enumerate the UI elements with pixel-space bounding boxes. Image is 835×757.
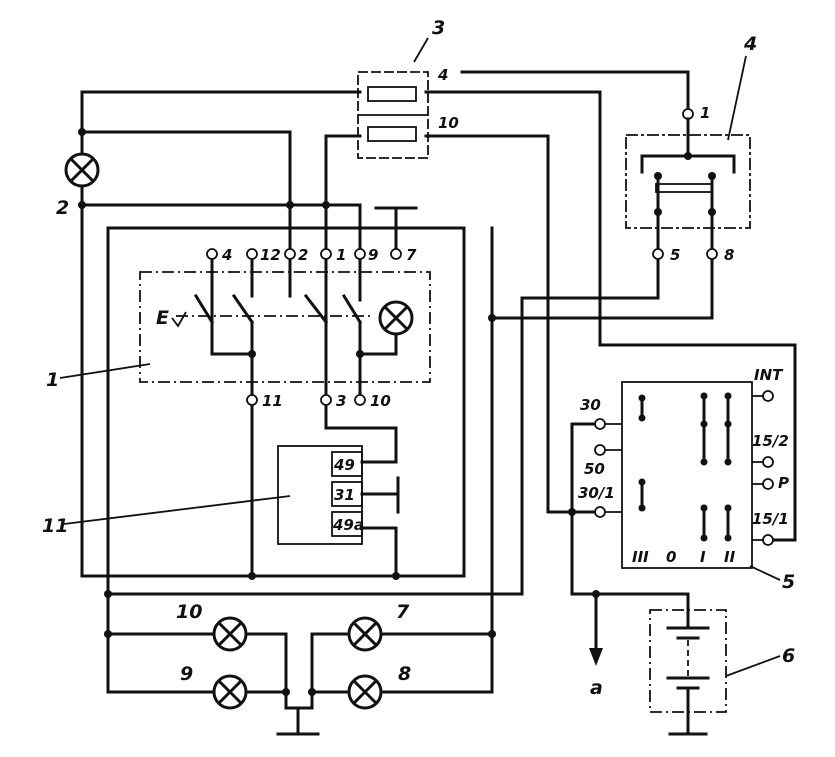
ignition-position-label-i: I [700, 548, 706, 566]
switch-terminal-label-10: 10 [370, 392, 391, 410]
switch-terminal-label-2: 2 [298, 246, 308, 264]
flasher-terminal-label-49: 49 [333, 456, 355, 474]
ignition-position-label-0: 0 [666, 548, 676, 566]
callout-ignition-switch: 5 [782, 571, 795, 593]
relay: 1 5 8 [625, 104, 751, 264]
switch-terminal-label-7: 7 [406, 246, 417, 264]
relay-terminal-label-5: 5 [670, 246, 680, 264]
lamp-10 [212, 616, 248, 652]
switch-unit-top-terminals: 4 12 2 1 9 7 [206, 246, 417, 264]
flasher-terminal-label-31: 31 [334, 486, 355, 504]
ignition-terminal-label-p: P [778, 474, 789, 492]
switch-terminal-label-3: 3 [336, 392, 346, 410]
callout-switch-unit: 1 [46, 369, 59, 391]
lamp-7 [347, 616, 383, 652]
ignition-terminal-label-50: 50 [584, 460, 605, 478]
callout-output-arrow: a [590, 677, 603, 699]
callout-battery: 6 [782, 645, 795, 667]
callout-lamp-9: 9 [180, 663, 193, 685]
indicator-lamp-2 [64, 152, 100, 188]
ignition-terminal-label-int: INT [754, 366, 784, 384]
wires [80, 70, 797, 736]
fuse-terminal-label-top: 4 [437, 66, 448, 84]
ignition-terminal-label-15-2: 15/2 [752, 432, 789, 450]
flasher-terminal-label-49a: 49a [332, 516, 364, 534]
switch-unit: E [139, 271, 431, 383]
lamp-8 [347, 674, 383, 710]
callout-flasher-relay: 11 [42, 515, 68, 537]
switch-terminal-label-12: 12 [260, 246, 281, 264]
callout-lamp-7: 7 [396, 601, 410, 623]
battery [649, 609, 727, 736]
fuse-block: 4 10 [357, 66, 459, 159]
callout-fuse-block: 3 [432, 17, 445, 39]
flasher-relay: 49 31 49a [277, 445, 364, 545]
switch-terminal-label-4: 4 [221, 246, 232, 264]
ignition-position-label-iii: III [632, 548, 649, 566]
switch-handle-label: E [156, 307, 169, 329]
ignition-position-label-ii: II [724, 548, 736, 566]
switch-unit-bottom-terminals: 11 3 10 [246, 392, 391, 410]
switch-terminal-label-9: 9 [368, 246, 378, 264]
fuse-terminal-label-bottom: 10 [438, 114, 459, 132]
callout-relay: 4 [743, 33, 757, 55]
junction-dots [78, 128, 692, 696]
relay-terminal-label-8: 8 [724, 246, 734, 264]
callout-lamp-10: 10 [176, 601, 202, 623]
ignition-switch: 30 50 30/1 INT 15/2 P 15/1 III 0 I II [578, 366, 789, 569]
lamp-9 [212, 674, 248, 710]
ignition-terminal-label-15-1: 15/1 [752, 510, 789, 528]
callout-indicator-lamp: 2 [56, 197, 69, 219]
ignition-terminal-label-30: 30 [580, 396, 601, 414]
switch-terminal-label-1: 1 [336, 246, 346, 264]
switch-terminal-label-11: 11 [262, 392, 283, 410]
output-arrow [589, 592, 603, 666]
callout-lamp-8: 8 [398, 663, 411, 685]
relay-terminal-label-1: 1 [700, 104, 710, 122]
ignition-terminal-label-30-1: 30/1 [578, 484, 615, 502]
